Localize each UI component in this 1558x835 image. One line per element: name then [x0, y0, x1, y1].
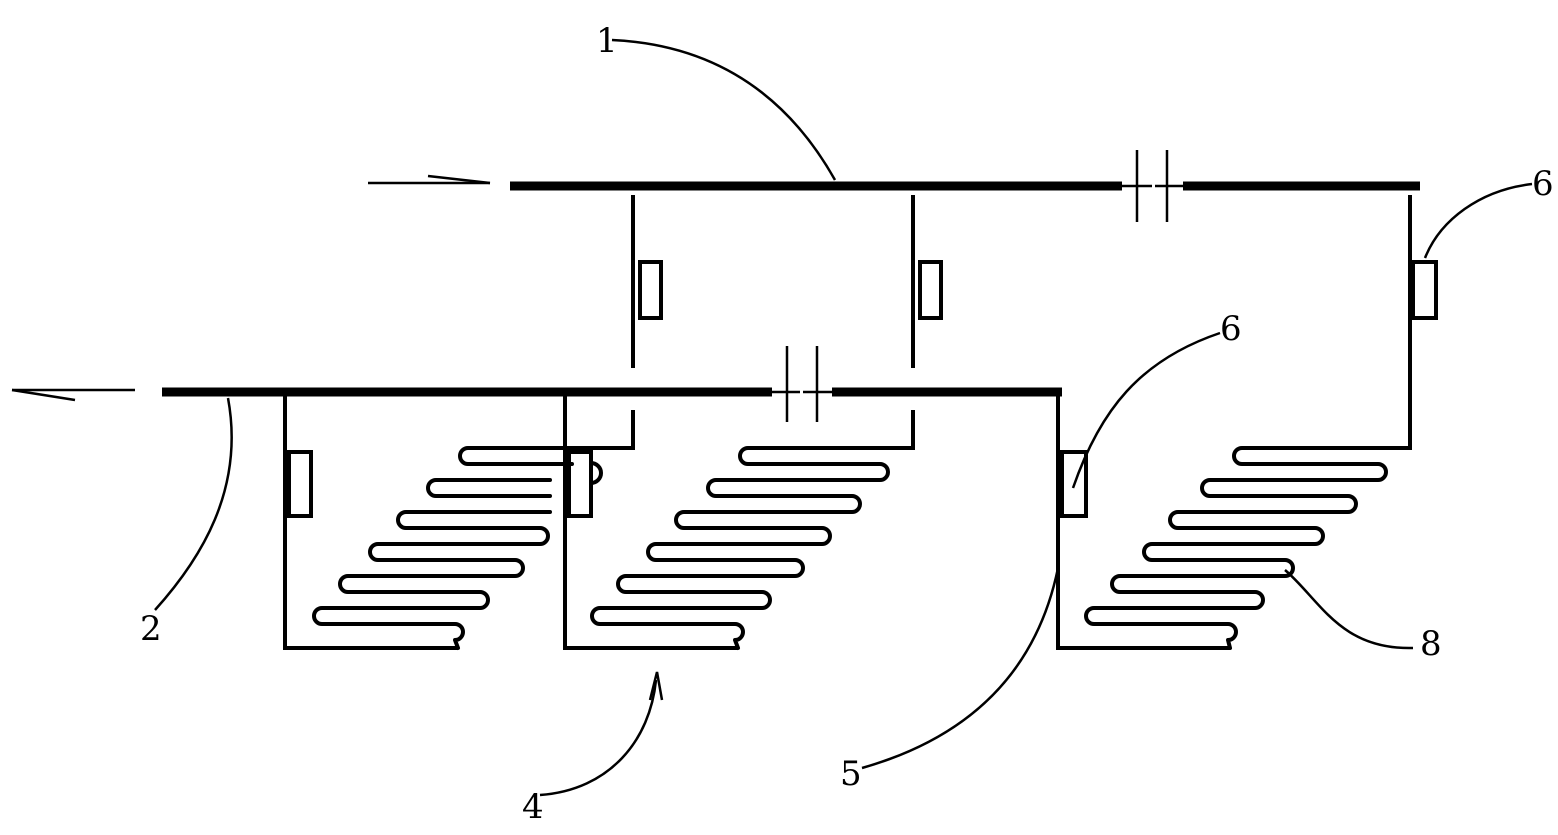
inlet-flow-arrow	[368, 174, 491, 185]
label-coil-tube: 8	[1420, 624, 1442, 664]
label-riser: 5	[840, 754, 862, 794]
coil-2	[590, 446, 890, 650]
leader-8	[1284, 569, 1414, 650]
supply-header-break-mark	[1122, 150, 1183, 222]
leader-4-arrowhead	[648, 671, 664, 701]
supply-branch-3	[1345, 195, 1438, 450]
leader-5	[861, 567, 1060, 770]
supply-branch-2	[852, 195, 943, 450]
supply-branch-1	[572, 195, 663, 450]
label-return-header: 2	[140, 609, 162, 649]
label-coil-group: 4	[522, 787, 544, 827]
leader-4	[539, 679, 658, 797]
leader-1	[611, 38, 837, 181]
leader-6-upper	[1423, 182, 1533, 259]
coil-1	[312, 446, 574, 650]
return-riser-2	[563, 396, 738, 650]
return-riser-3	[1056, 396, 1230, 650]
coil-3	[1084, 446, 1388, 650]
leader-6-lower	[1071, 331, 1221, 489]
return-riser-1	[283, 396, 458, 650]
label-supply-header: 1	[596, 21, 618, 61]
label-valve-upper: 6	[1532, 164, 1554, 204]
leader-2	[154, 397, 233, 611]
outlet-flow-arrow	[11, 388, 135, 402]
label-valve-lower: 6	[1220, 309, 1242, 349]
return-header-break-mark	[772, 346, 832, 422]
